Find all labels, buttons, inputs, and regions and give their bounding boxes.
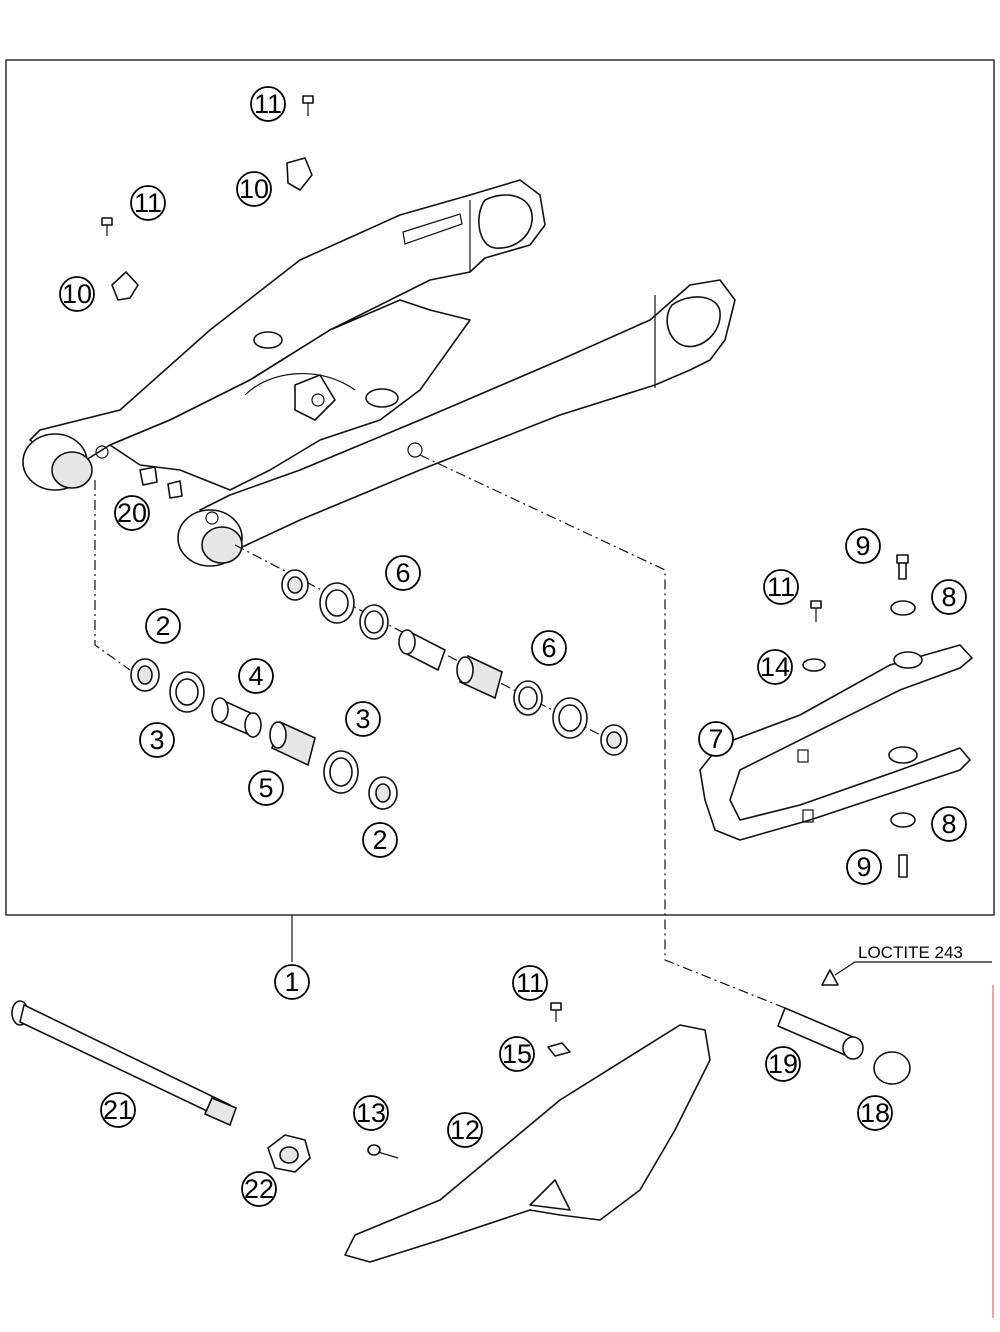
svg-text:15: 15 xyxy=(502,1039,532,1069)
pivot-bolt xyxy=(777,1007,864,1060)
callout-6: 6 xyxy=(531,630,567,666)
svg-text:11: 11 xyxy=(134,188,162,218)
callout-14: 14 xyxy=(757,649,793,685)
chain-guard-screw xyxy=(367,1144,399,1159)
callout-13: 13 xyxy=(353,1095,389,1131)
assembly-frame xyxy=(5,59,995,916)
callout-9: 9 xyxy=(845,528,881,564)
callout-21: 21 xyxy=(100,1092,136,1128)
svg-text:6: 6 xyxy=(395,558,410,588)
svg-text:9: 9 xyxy=(855,531,870,561)
loctite-drop xyxy=(821,961,992,986)
screw-15 xyxy=(547,1002,571,1057)
alignment-line-pivot xyxy=(419,454,791,1011)
svg-text:5: 5 xyxy=(258,773,273,803)
loctite-note: LOCTITE 243 xyxy=(858,943,963,962)
svg-text:8: 8 xyxy=(941,582,956,612)
callout-11: 11 xyxy=(250,86,286,122)
callout-8: 8 xyxy=(931,806,967,842)
svg-text:9: 9 xyxy=(856,852,871,882)
svg-text:7: 7 xyxy=(708,724,723,754)
plugs-20 xyxy=(139,466,183,499)
svg-text:13: 13 xyxy=(356,1098,386,1128)
clamp-top-2 xyxy=(111,271,139,301)
bolts-chain-slider xyxy=(802,554,916,878)
svg-text:2: 2 xyxy=(372,825,387,855)
callout-15: 15 xyxy=(499,1036,535,1072)
callout-7: 7 xyxy=(698,721,734,757)
axle-nut xyxy=(267,1134,311,1173)
svg-text:11: 11 xyxy=(254,89,282,119)
svg-text:3: 3 xyxy=(149,725,164,755)
clamp-top-1 xyxy=(286,157,313,191)
pivot-cap xyxy=(873,1051,911,1085)
callout-11: 11 xyxy=(763,569,799,605)
svg-text:3: 3 xyxy=(355,704,370,734)
screw-top-1 xyxy=(302,95,314,116)
svg-text:11: 11 xyxy=(516,968,544,998)
callout-9: 9 xyxy=(846,849,882,885)
callout-2: 2 xyxy=(145,608,181,644)
screw-top-2 xyxy=(101,217,113,236)
callout-3: 3 xyxy=(345,701,381,737)
svg-text:14: 14 xyxy=(760,652,790,682)
svg-text:6: 6 xyxy=(541,633,556,663)
swingarm xyxy=(22,179,736,567)
callout-6: 6 xyxy=(385,555,421,591)
callout-11: 11 xyxy=(512,965,548,1001)
alignment-line-left xyxy=(94,480,131,671)
callout-10: 10 xyxy=(236,171,272,207)
callout-22: 22 xyxy=(241,1171,277,1207)
svg-text:21: 21 xyxy=(103,1095,133,1125)
swingarm-axle xyxy=(11,1000,238,1127)
callout-20: 20 xyxy=(114,495,150,531)
bearing-stack-left xyxy=(130,658,398,810)
svg-text:8: 8 xyxy=(941,809,956,839)
svg-text:2: 2 xyxy=(155,611,170,641)
svg-text:22: 22 xyxy=(244,1174,274,1204)
callout-10: 10 xyxy=(59,276,95,312)
callout-5: 5 xyxy=(248,770,284,806)
svg-text:19: 19 xyxy=(768,1049,798,1079)
svg-text:10: 10 xyxy=(62,279,92,309)
callout-11: 11 xyxy=(130,185,166,221)
callout-12: 12 xyxy=(447,1112,483,1148)
svg-text:4: 4 xyxy=(248,661,263,691)
callout-3: 3 xyxy=(139,722,175,758)
svg-text:12: 12 xyxy=(450,1115,480,1145)
bearing-stack-right xyxy=(281,569,628,756)
chain-guard xyxy=(344,1024,711,1263)
svg-text:10: 10 xyxy=(239,174,269,204)
callout-8: 8 xyxy=(931,579,967,615)
svg-text:20: 20 xyxy=(117,498,147,528)
callout-4: 4 xyxy=(238,658,274,694)
svg-text:1: 1 xyxy=(284,967,299,997)
callout-18: 18 xyxy=(857,1095,893,1131)
callout-1: 1 xyxy=(274,964,310,1000)
svg-text:11: 11 xyxy=(767,572,795,602)
callout-19: 19 xyxy=(765,1046,801,1082)
callout-2: 2 xyxy=(362,822,398,858)
svg-text:18: 18 xyxy=(860,1098,890,1128)
chain-slider xyxy=(699,644,973,841)
